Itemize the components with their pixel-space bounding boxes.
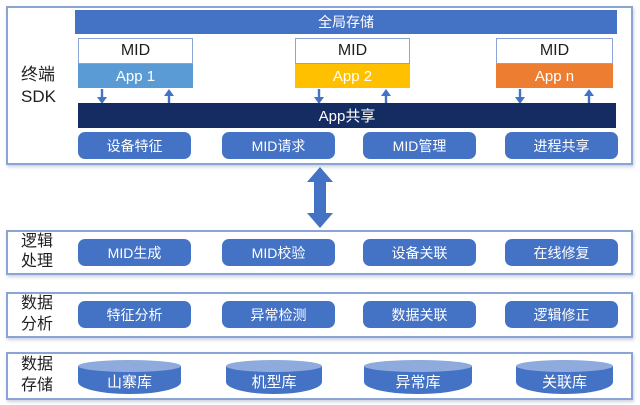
sdk-button-device-feature: 设备特征 bbox=[78, 132, 191, 159]
button-label: 设备特征 bbox=[106, 137, 163, 154]
sdk-section: 终端 SDK 全局存储 MID App 1 bbox=[6, 6, 633, 165]
database-cylinder-model: 机型库 bbox=[226, 360, 322, 394]
logic-button-mid-verify: MID校验 bbox=[222, 239, 335, 266]
app-stack-n: MID App n bbox=[496, 38, 613, 104]
sdk-button-mid-manage: MID管理 bbox=[363, 132, 476, 159]
cylinder-label: 异常库 bbox=[395, 373, 441, 391]
double-arrow-icon bbox=[307, 167, 333, 228]
up-arrow-icon bbox=[381, 89, 391, 104]
cylinder-label: 关联库 bbox=[541, 373, 587, 391]
logic-processing-section: 逻辑 处理 MID生成 MID校验 设备关联 在线修复 bbox=[6, 230, 633, 275]
analysis-button-anomaly: 异常检测 bbox=[222, 301, 335, 328]
logic-button-online-repair: 在线修复 bbox=[505, 239, 618, 266]
sdk-button-mid-request: MID请求 bbox=[222, 132, 335, 159]
button-label: 进程共享 bbox=[533, 137, 590, 154]
app-share-label: App共享 bbox=[318, 108, 376, 125]
cylinder-label: 机型库 bbox=[251, 373, 297, 391]
global-storage-label: 全局存储 bbox=[318, 14, 374, 30]
row-label-line1: 数据 bbox=[21, 295, 54, 313]
database-cylinder-relation: 关联库 bbox=[516, 360, 613, 394]
button-label: 数据关联 bbox=[391, 306, 448, 323]
row-label-line1: 逻辑 bbox=[21, 232, 54, 250]
mid-label: MID bbox=[337, 42, 368, 59]
sdk-section-label: 终端 SDK bbox=[21, 63, 56, 107]
button-label: MID管理 bbox=[392, 137, 447, 154]
sdk-label-line2: SDK bbox=[21, 86, 56, 106]
row-label-line2: 分析 bbox=[21, 316, 54, 333]
button-label: MID校验 bbox=[251, 244, 306, 261]
global-storage-bar: 全局存储 bbox=[75, 10, 617, 34]
down-arrow-icon bbox=[314, 89, 324, 104]
mid-box: MID bbox=[78, 38, 193, 64]
app1-box: App 1 bbox=[78, 64, 193, 88]
up-arrow-icon bbox=[164, 89, 174, 104]
logic-button-mid-generate: MID生成 bbox=[78, 239, 191, 266]
appn-box: App n bbox=[496, 64, 613, 88]
logic-button-device-link: 设备关联 bbox=[363, 239, 476, 266]
mid-label: MID bbox=[120, 42, 151, 59]
up-arrow-icon bbox=[584, 89, 594, 104]
analysis-button-logic-fix: 逻辑修正 bbox=[505, 301, 618, 328]
down-arrow-icon bbox=[97, 89, 107, 104]
button-label: MID请求 bbox=[251, 137, 306, 154]
cylinder-label: 山寨库 bbox=[106, 373, 152, 391]
row-label-line1: 数据 bbox=[21, 356, 54, 374]
mid-box: MID bbox=[496, 38, 613, 64]
data-analysis-label: 数据 分析 bbox=[21, 294, 53, 336]
sdk-button-process-share: 进程共享 bbox=[505, 132, 618, 159]
logic-processing-label: 逻辑 处理 bbox=[21, 232, 53, 274]
button-label: 设备关联 bbox=[391, 244, 448, 261]
database-cylinder-anomaly: 异常库 bbox=[364, 360, 472, 394]
row-label-line2: 处理 bbox=[21, 253, 54, 271]
data-analysis-section: 数据 分析 特征分析 异常检测 数据关联 逻辑修正 bbox=[6, 292, 633, 338]
app-stack-1: MID App 1 bbox=[78, 38, 193, 104]
button-label: 在线修复 bbox=[533, 244, 590, 261]
down-arrow-icon bbox=[515, 89, 525, 104]
analysis-button-feature: 特征分析 bbox=[78, 301, 191, 328]
button-label: 逻辑修正 bbox=[533, 306, 590, 323]
row-label-line2: 存储 bbox=[21, 377, 54, 394]
sdk-label-line1: 终端 bbox=[21, 64, 55, 84]
app2-label: App 2 bbox=[332, 67, 373, 85]
mid-box: MID bbox=[295, 38, 410, 64]
button-label: 异常检测 bbox=[250, 306, 307, 323]
appn-label: App n bbox=[534, 67, 575, 85]
app-stack-2: MID App 2 bbox=[295, 38, 410, 104]
data-storage-section: 数据 存储 山寨库 机型库 异常库 关联库 bbox=[6, 352, 633, 400]
database-cylinder-shanzhai: 山寨库 bbox=[78, 360, 181, 394]
app-share-bar: App共享 bbox=[78, 103, 616, 128]
app2-box: App 2 bbox=[295, 64, 410, 88]
app1-label: App 1 bbox=[115, 67, 156, 85]
button-label: 特征分析 bbox=[106, 306, 163, 323]
analysis-button-data-link: 数据关联 bbox=[363, 301, 476, 328]
data-storage-label: 数据 存储 bbox=[21, 355, 53, 397]
mid-label: MID bbox=[539, 42, 570, 59]
button-label: MID生成 bbox=[107, 244, 162, 261]
